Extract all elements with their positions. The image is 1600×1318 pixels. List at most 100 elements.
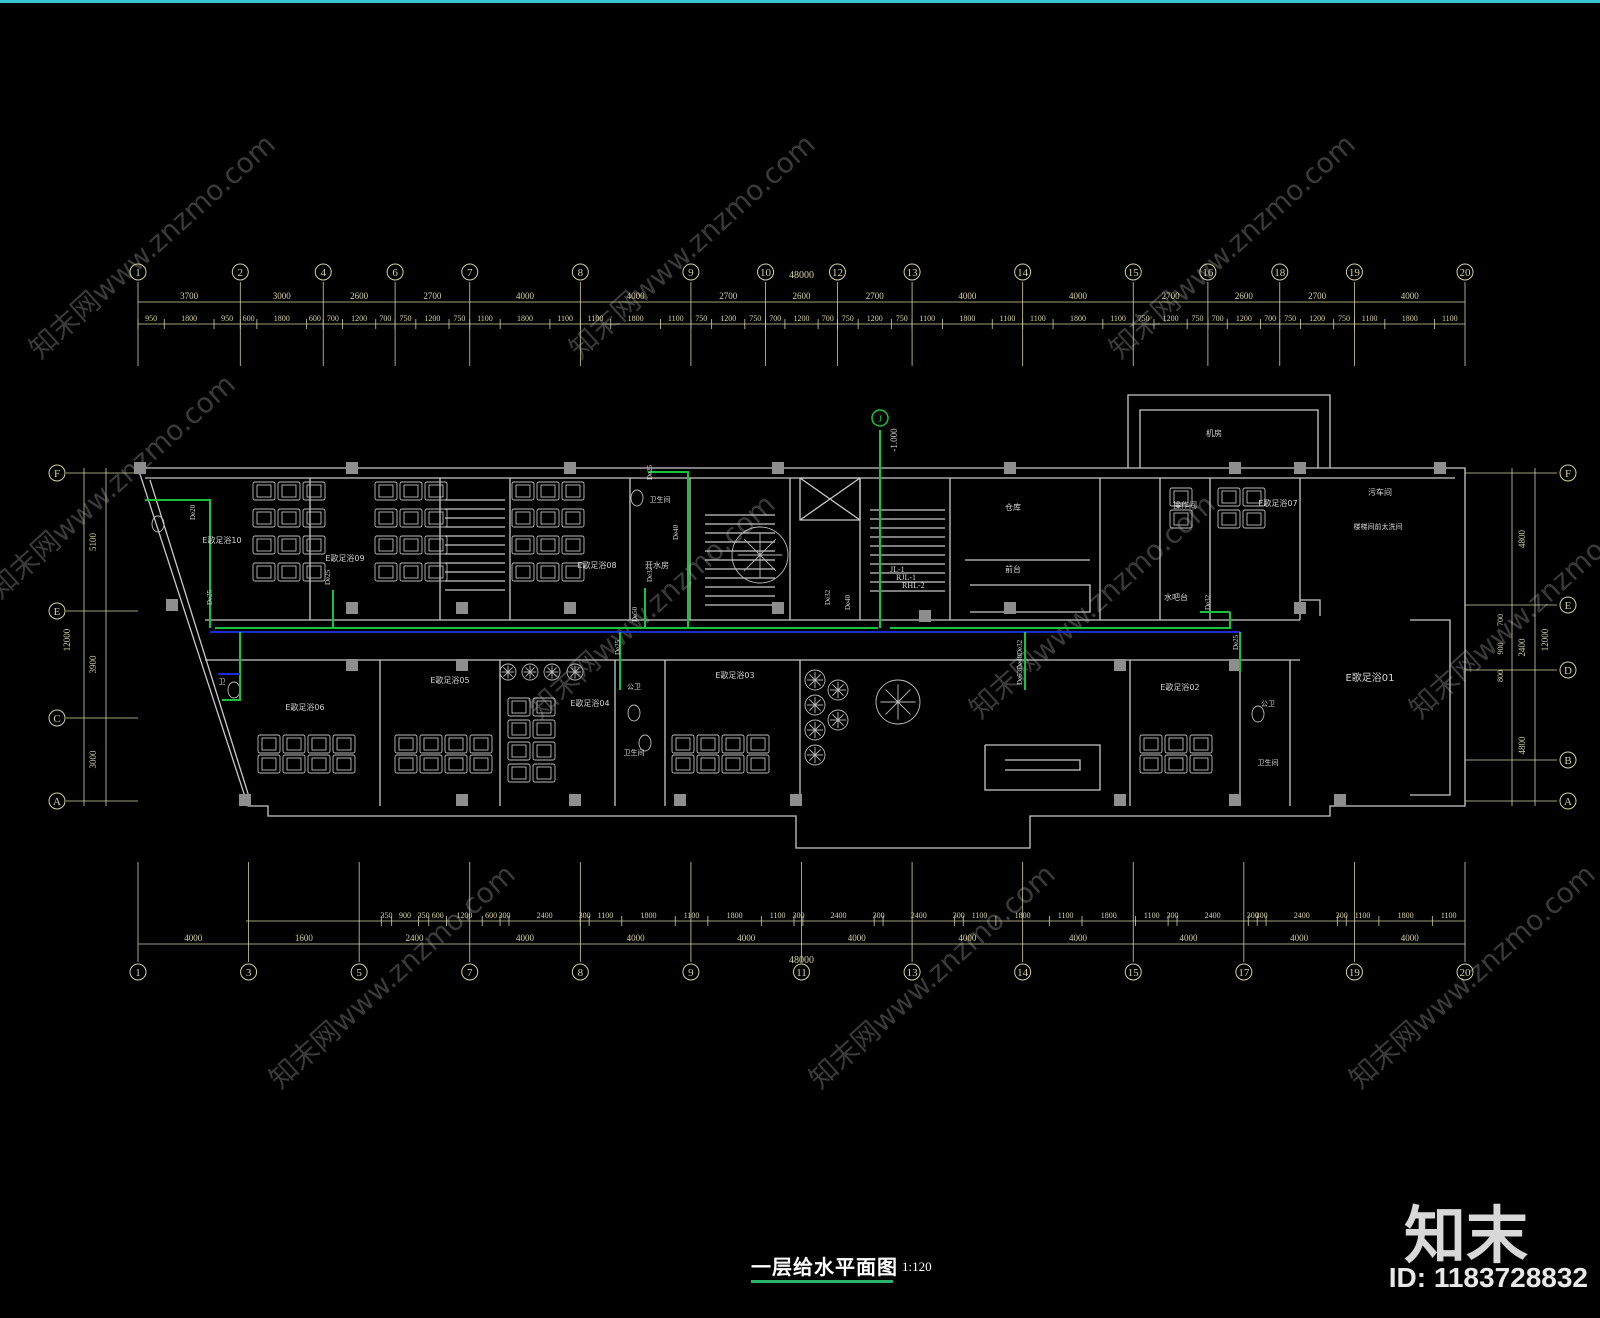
bottom-dim-2: 1100	[1441, 911, 1457, 920]
tree-branch	[837, 684, 844, 691]
top-dim-2: 750	[1284, 314, 1296, 323]
branch-room-10	[145, 499, 211, 628]
left-axis-circle	[48, 792, 66, 810]
massage-chair	[302, 508, 326, 528]
left-axis-label: C	[53, 713, 60, 725]
top-dim-2: 1100	[1362, 314, 1378, 323]
room-label-public-toilet-1: 公卫	[1261, 700, 1275, 708]
massage-chair	[671, 734, 695, 754]
chair-seat	[398, 737, 414, 751]
riser-symbol	[871, 409, 889, 427]
massage-chair	[721, 754, 745, 774]
massage-chair	[307, 734, 331, 754]
tree-branch	[814, 679, 821, 686]
chair-seat	[311, 757, 327, 771]
top-dim-2: 1200	[1309, 314, 1325, 323]
left-axis-label: E	[54, 606, 61, 618]
chair-seat	[700, 737, 716, 751]
massage-chair	[536, 562, 560, 582]
top-axis-label: 9	[688, 267, 694, 279]
chair-seat	[281, 538, 297, 552]
top-dim-1: 3000	[273, 291, 292, 301]
chair-seat	[515, 511, 531, 525]
chair-seat	[428, 565, 444, 579]
top-dim-1: 2700	[719, 291, 738, 301]
chair-seat	[423, 757, 439, 771]
top-dim-2: 750	[896, 314, 908, 323]
chair-seat	[336, 737, 352, 751]
chair-seat	[1173, 512, 1189, 526]
top-border-line	[0, 0, 1600, 3]
massage-chair	[374, 535, 398, 555]
tree-branch	[529, 667, 535, 673]
chair-seat	[511, 722, 527, 736]
massage-chair	[424, 508, 448, 528]
top-axis-label: 1	[135, 267, 141, 279]
chair-seat	[540, 538, 556, 552]
pipe-size-tag: De32	[824, 589, 832, 605]
massage-chair	[252, 535, 276, 555]
room-label-toilet-3: 卫生间	[1258, 758, 1279, 767]
watermark-text: 知末网www.znzmo.com	[0, 367, 242, 605]
massage-chair	[399, 508, 423, 528]
room-label-sewage: 污车间	[1368, 487, 1392, 497]
bottom-axis-circle	[1124, 963, 1142, 981]
massage-chair	[511, 562, 535, 582]
tree-branch	[759, 554, 777, 572]
toilet	[227, 681, 241, 699]
pipe-size-tag: De32	[646, 566, 654, 582]
chair-seat	[1221, 512, 1237, 526]
bottom-dim-2: 350	[380, 911, 392, 920]
top-axis-circle	[1014, 263, 1032, 281]
room-label-04: E歌足浴04	[570, 698, 609, 708]
top-dim-1: 4000	[1401, 291, 1420, 301]
massage-chair	[511, 535, 535, 555]
bottom-axis-label: 13	[907, 967, 919, 979]
structural-column	[1004, 602, 1016, 614]
structural-column	[1229, 462, 1241, 474]
top-dim-2: 1100	[668, 314, 684, 323]
top-dim-2: 1100	[477, 314, 493, 323]
structural-column	[564, 462, 576, 474]
chair-seat	[281, 511, 297, 525]
room-label-07: E歌足浴07	[1258, 498, 1297, 508]
tree-branch	[814, 749, 821, 756]
tree-branch	[814, 754, 821, 761]
toilet	[638, 734, 652, 752]
massage-chair	[1169, 509, 1193, 529]
right-dim-inner: 900	[1496, 643, 1505, 655]
plant	[566, 663, 584, 681]
chair-seat	[565, 511, 581, 525]
chair-seat	[256, 484, 272, 498]
top-axis-circle	[757, 263, 775, 281]
chair-seat	[515, 565, 531, 579]
bottom-axis-label: 19	[1349, 967, 1361, 979]
plant	[543, 663, 561, 681]
right-dim-outer: 4800	[1517, 736, 1527, 755]
bottom-dim-2: 600	[432, 911, 444, 920]
top-dim-1: 2700	[866, 291, 885, 301]
tree-branch	[503, 671, 509, 677]
right-dim-inner: 700	[1496, 614, 1505, 626]
top-axis-circle	[461, 263, 479, 281]
chair-seat	[378, 565, 394, 579]
chair-seat	[565, 538, 581, 552]
bottom-axis-circle	[350, 963, 368, 981]
tree-branch	[547, 671, 553, 677]
chair-seat	[675, 757, 691, 771]
massage-chair	[469, 754, 493, 774]
top-axis-label: 13	[907, 267, 919, 279]
chair-seat	[1173, 490, 1189, 504]
massage-chair	[532, 697, 556, 717]
massage-chair	[1139, 734, 1163, 754]
chair-seat	[378, 538, 394, 552]
structural-column	[346, 602, 358, 614]
tree-branch	[507, 667, 513, 673]
right-dim-outer: 2400	[1517, 638, 1527, 657]
massage-chair	[307, 754, 331, 774]
chair-seat	[536, 700, 552, 714]
chair-seat	[1246, 512, 1262, 526]
top-axis-circle	[682, 263, 700, 281]
bottom-axis-circle	[240, 963, 258, 981]
tree-branch	[897, 689, 911, 703]
